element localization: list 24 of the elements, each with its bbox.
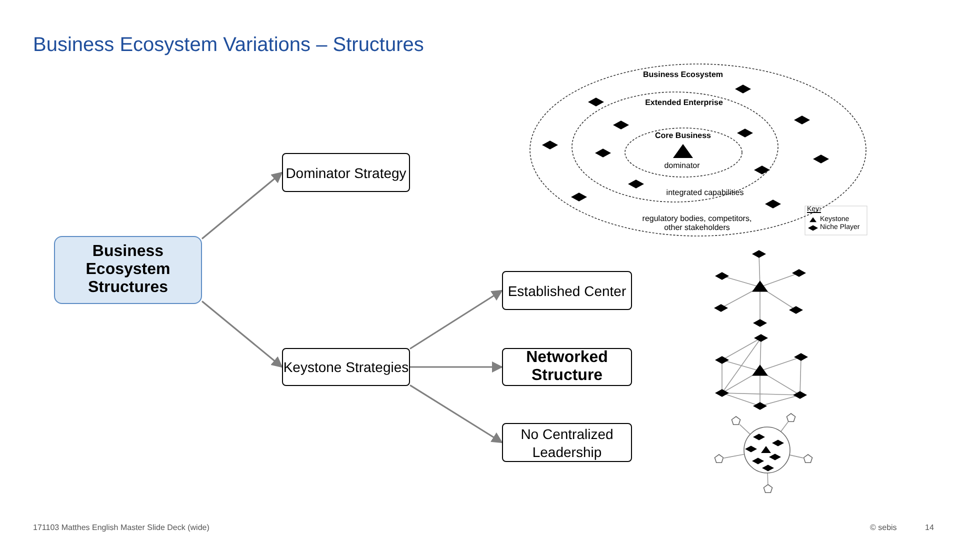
- footer-text: 171103 Matthes English Master Slide Deck (wide): [33, 523, 210, 532]
- strategy-box: Dominator Strategy: [282, 153, 410, 192]
- strategy-box: Networked Structure: [502, 348, 632, 386]
- strategy-box: No Centralized Leadership: [502, 423, 632, 462]
- copyright-note: © sebis: [870, 523, 897, 532]
- strategy-box: Established Center: [502, 271, 632, 310]
- arrow: [202, 300, 283, 368]
- dashed-ellipse: [572, 92, 778, 202]
- arrow: [202, 172, 283, 240]
- page-number: 14: [925, 523, 934, 532]
- strategy-box: Keystone Strategies: [282, 348, 410, 386]
- dashed-ellipse: [530, 64, 866, 236]
- ring-caption: dominator: [664, 161, 700, 170]
- ring-title: Business Ecosystem: [642, 70, 724, 79]
- dashed-ellipse: [625, 128, 742, 177]
- ring-caption: integrated capabilities: [666, 188, 744, 197]
- ring-title: Extended Enterprise: [645, 98, 723, 107]
- arrow: [410, 384, 503, 444]
- ring-title: Core Business: [654, 131, 712, 140]
- ring-caption: regulatory bodies, competitors, other stakeholders: [641, 214, 753, 232]
- topic-box: Business Ecosystem Structures: [54, 236, 202, 304]
- slide-title: Business Ecosystem Variations – Structures: [33, 34, 424, 57]
- arrow: [410, 361, 504, 373]
- arrow: [410, 290, 503, 350]
